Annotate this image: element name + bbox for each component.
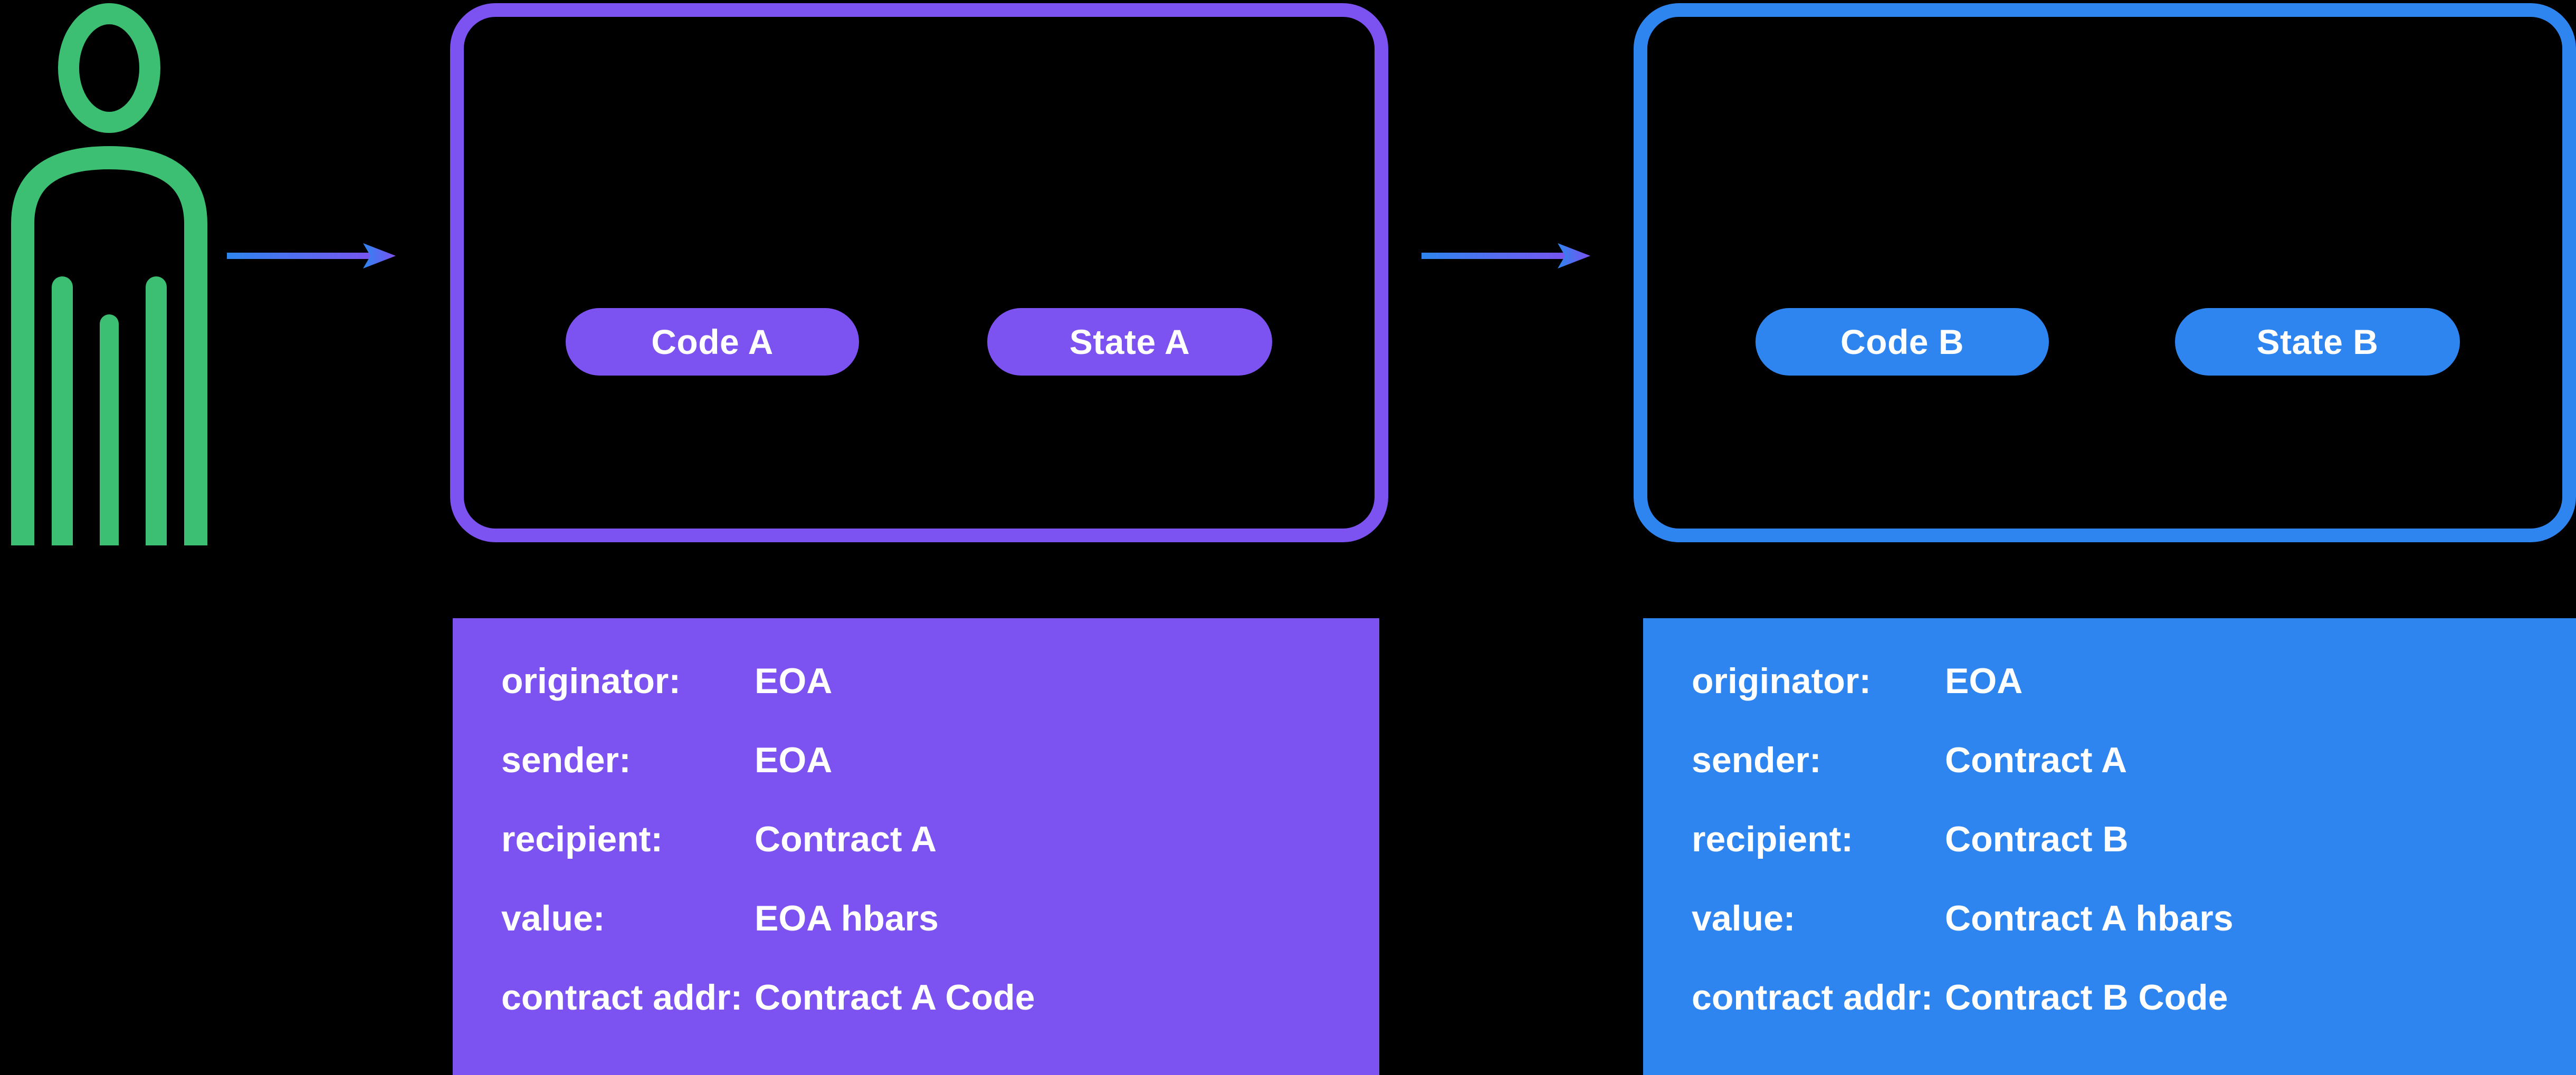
panel-b-row-originator: originator: EOA [1692,660,2576,740]
panel-b-value-recipient: Contract B [1945,819,2129,859]
panel-b-row-contract-addr: contract addr: Contract B Code [1692,977,2576,1056]
panel-b-key-contract-addr: contract addr: [1692,977,1933,1018]
contract-a-state-pill[interactable]: State A [987,308,1272,376]
panel-a-value-originator: EOA [755,661,833,701]
panel-a-key-contract-addr: contract addr: [501,977,743,1018]
panel-b-value-value: Contract A hbars [1945,898,2234,938]
panel-a-row-originator: originator: EOA [501,660,1379,740]
panel-a-key-value: value: [501,898,605,938]
panel-a-key-recipient: recipient: [501,819,663,859]
panel-a-row-sender: sender: EOA [501,740,1379,819]
panel-b-value-originator: EOA [1945,661,2023,701]
panel-contract-a: originator: EOA sender: EOA recipient: C… [453,618,1379,1075]
panel-b-row-recipient: recipient: Contract B [1692,819,2576,898]
contract-a-box [450,3,1388,542]
contract-a-state-pill-label: State A [1069,322,1190,361]
panel-a-value-recipient: Contract A [755,819,937,859]
panel-a-value-contract-addr: Contract A Code [755,977,1035,1018]
panel-b-key-sender: sender: [1692,740,1821,780]
arrow-eoa-to-contract-a [227,224,427,287]
panel-b-value-contract-addr: Contract B Code [1945,977,2228,1018]
panel-b-row-sender: sender: Contract A [1692,740,2576,819]
person-icon [4,2,231,557]
panel-b-value-sender: Contract A [1945,740,2127,780]
contract-b-code-pill-label: Code B [1840,322,1964,361]
arrow-contract-a-to-contract-b [1412,224,1613,287]
contract-b-state-pill-label: State B [2256,322,2379,361]
panel-contract-b: originator: EOA sender: Contract A recip… [1643,618,2576,1075]
panel-a-row-contract-addr: contract addr: Contract A Code [501,977,1379,1056]
contract-b-box [1634,3,2576,542]
contract-b-state-pill[interactable]: State B [2175,308,2460,376]
contract-a-code-pill-label: Code A [651,322,774,361]
contract-b-code-pill[interactable]: Code B [1756,308,2049,376]
contract-a-code-pill[interactable]: Code A [566,308,859,376]
panel-b-key-originator: originator: [1692,661,1871,701]
panel-a-row-value: value: EOA hbars [501,898,1379,977]
panel-a-row-recipient: recipient: Contract A [501,819,1379,898]
panel-a-value-sender: EOA [755,740,833,780]
panel-b-row-value: value: Contract A hbars [1692,898,2576,977]
panel-a-value-value: EOA hbars [755,898,939,938]
panel-b-key-value: value: [1692,898,1796,938]
panel-b-key-recipient: recipient: [1692,819,1854,859]
panel-a-key-originator: originator: [501,661,681,701]
panel-a-key-sender: sender: [501,740,631,780]
